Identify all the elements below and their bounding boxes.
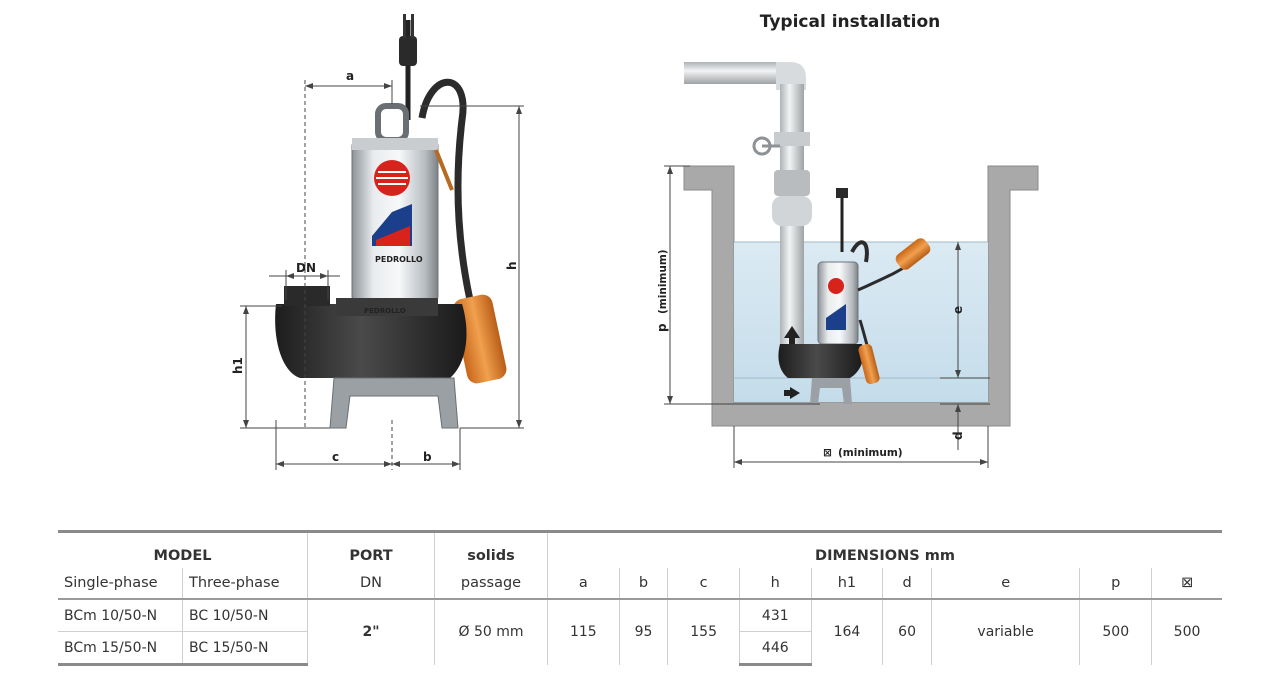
cell-width: 500 [1151,599,1222,665]
cell-p: 500 [1079,599,1152,665]
table-row: BCm 15/50-N BC 15/50-N 446 [58,631,1222,666]
width-symbol: ⊠ [823,447,832,459]
cell-three-phase: BC 10/50-N [182,599,308,632]
cell-single-phase: BCm 15/50-N [58,631,183,666]
svg-text:PEDROLLO: PEDROLLO [364,307,406,315]
header-port: PORT [307,530,435,568]
header-three-phase: Three-phase [182,568,308,600]
cell-solids: Ø 50 mm [434,599,548,665]
header-port-dn: DN [307,568,435,600]
cell-b: 95 [618,599,668,665]
col-p: p [1079,568,1152,600]
dim-label-p-note: (minimum) [657,249,669,314]
cell-a: 115 [547,599,620,665]
cell-h1: 164 [810,599,883,665]
cell-e: variable [930,599,1080,665]
header-solids-passage: passage [434,568,548,600]
col-e: e [930,568,1080,600]
cell-port: 2" [307,599,435,665]
header-single-phase: Single-phase [58,568,183,600]
dim-label-c: c [332,450,339,464]
col-width: ⊠ [1151,568,1222,600]
col-d: d [882,568,932,600]
cell-three-phase: BC 15/50-N [182,631,308,666]
cell-single-phase: BCm 10/50-N [58,599,183,632]
dim-label-a: a [346,69,354,83]
dim-label-b: b [423,450,432,464]
dim-label-dn: DN [296,261,316,275]
dim-label-width-note: (minimum) [838,447,903,459]
spec-table: MODEL PORT solids DIMENSIONS mm Single-p… [58,530,1222,666]
dim-label-h: h [505,261,519,270]
header-dimensions: DIMENSIONS mm [547,530,1222,568]
cell-h: 431 [738,599,812,632]
col-h: h [738,568,812,600]
cell-c: 155 [667,599,740,665]
dim-label-p: p [655,323,669,332]
col-h1: h1 [810,568,883,600]
installation-title: Typical installation [759,12,941,32]
diagram-figures: PEDROLLO PEDROLLO [231,14,1039,470]
col-a: a [547,568,620,600]
table-row: BCm 10/50-N BC 10/50-N 2" Ø 50 mm 115 95… [58,599,1222,665]
pump-drawing: PEDROLLO PEDROLLO [231,14,524,470]
cell-h: 446 [738,631,812,666]
col-b: b [618,568,668,600]
installation-drawing: p (minimum) e d ⊠ (minimum) [655,62,1039,468]
dim-label-d: d [951,431,965,440]
header-solids: solids [434,530,548,568]
col-c: c [667,568,740,600]
cell-d: 60 [882,599,932,665]
brand-text: PEDROLLO [375,255,423,264]
header-model: MODEL [58,530,308,568]
dim-label-h1: h1 [231,357,245,374]
dim-label-e: e [951,306,965,314]
